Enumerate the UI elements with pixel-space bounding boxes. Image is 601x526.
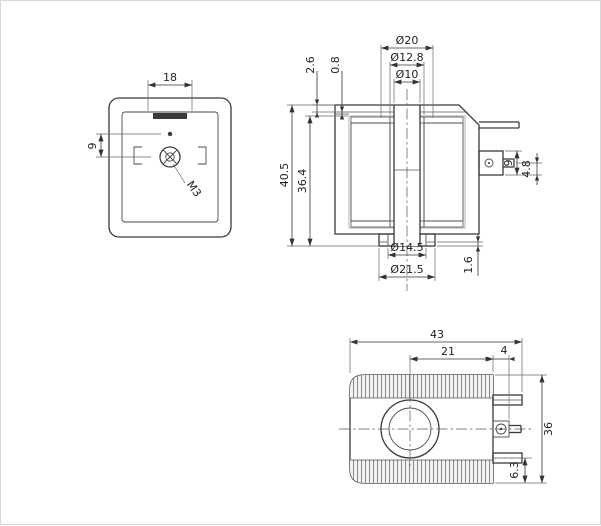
dim-label-dia12-8: Ø12.8: [390, 51, 423, 64]
dim-label-40-5: 40.5: [278, 163, 291, 188]
dim-label-1-6: 1.6: [462, 256, 475, 274]
center-screw: [159, 146, 181, 168]
ground-pin-base: [492, 420, 510, 438]
dim-label-tab-9: 9: [502, 160, 515, 167]
pilot-hole: [167, 131, 173, 137]
dim-label-43: 43: [430, 328, 444, 341]
thread-callout: M3: [172, 163, 204, 200]
boss-circle-outer: [380, 399, 440, 459]
dimension-body-21: 21: [409, 345, 494, 393]
side-view: 43 21 4 36 6.3: [339, 328, 555, 484]
front-view: 18 9 M3: [86, 71, 232, 238]
dimension-offset-6-3: 6.3: [508, 457, 532, 483]
upper-terminal: [479, 121, 520, 129]
dimension-pin-4: 4: [487, 344, 515, 419]
section-view: Ø20 Ø12.8 Ø10 2.6 0.8: [278, 34, 542, 291]
dim-label-6-3: 6.3: [508, 461, 521, 479]
dim-label-dia21-5: Ø21.5: [390, 263, 423, 276]
left-clip: [133, 146, 142, 165]
dimension-dia21-5: Ø21.5: [378, 248, 436, 281]
dimension-dia20: Ø20: [380, 34, 434, 118]
dimension-height-36-4: 36.4: [296, 115, 348, 246]
connector-tab: [478, 150, 515, 176]
dim-label-dia20: Ø20: [396, 34, 419, 47]
dimension-front-width: 18: [147, 71, 193, 111]
dim-label-2-6: 2.6: [304, 56, 317, 74]
connector-pins: [492, 394, 523, 464]
dimension-total-43: 43: [349, 328, 523, 392]
dimension-height-36: 36: [495, 374, 555, 484]
dimension-dia12-8: Ø12.8: [389, 51, 425, 115]
dimension-step-1-6: 1.6: [437, 234, 483, 276]
dimension-dia14-5: Ø14.5: [387, 241, 427, 259]
dim-label-dia10: Ø10: [396, 68, 419, 81]
connector-housing-outline: [108, 97, 232, 238]
connector-slot: [153, 113, 187, 119]
right-clip: [198, 146, 207, 165]
dimension-height-40-5: 40.5: [278, 104, 378, 247]
dim-label-4-8: 4.8: [520, 160, 533, 178]
rib-texture: [350, 375, 493, 483]
thread-label: M3: [184, 179, 204, 200]
dim-label-4: 4: [501, 344, 508, 357]
dim-label-front-width: 18: [163, 71, 177, 84]
coil-encapsulation: [334, 104, 480, 235]
dim-label-36-4: 36.4: [296, 169, 309, 194]
dim-label-36: 36: [542, 422, 555, 436]
dim-label-21: 21: [441, 345, 455, 358]
connector-face: [121, 111, 219, 223]
dimension-tab-4-8: 4.8: [516, 153, 542, 185]
dimension-gap-0-8: 0.8: [329, 56, 345, 120]
dim-label-dia14-5: Ø14.5: [390, 241, 423, 254]
dim-label-front-vertical: 9: [86, 143, 99, 150]
dimension-dia10: Ø10: [393, 68, 421, 103]
dimension-front-vertical: 9: [86, 133, 161, 158]
dim-label-0-8: 0.8: [329, 56, 342, 74]
ground-pin-circle: [495, 423, 507, 435]
